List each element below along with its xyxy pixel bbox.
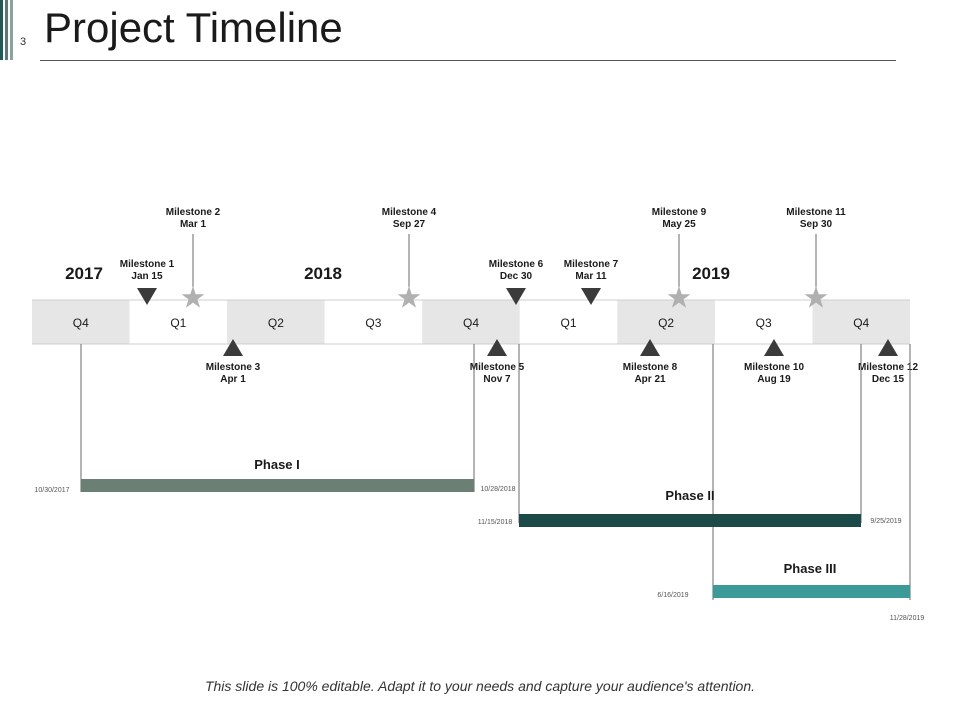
quarter-cell [519,300,618,344]
milestone-date: Sep 27 [393,219,426,230]
milestone-name: Milestone 3 [206,362,261,373]
slide-number: 3 [20,36,27,48]
triangle-down-icon [581,288,601,305]
milestone-date: Apr 21 [634,374,666,385]
quarter-label: Q1 [561,316,577,330]
star-icon [804,286,828,308]
year-label: 2017 [65,264,103,283]
quarter-cell [422,300,520,344]
milestone-name: Milestone 11 [786,207,846,218]
phase-label: Phase II [665,488,714,503]
phase-start-date: 10/30/2017 [34,487,69,494]
milestone-date: Nov 7 [483,374,511,385]
triangle-up-icon [764,339,784,356]
footer-note: This slide is 100% editable. Adapt it to… [204,678,756,694]
year-label: 2018 [304,264,342,283]
phase-bar [81,479,474,492]
milestone-name: Milestone 5 [470,362,525,373]
milestone-date: Aug 19 [757,374,791,385]
accent-bar-3 [10,0,13,60]
quarter-cell [227,300,325,344]
triangle-up-icon [878,339,898,356]
triangle-up-icon [487,339,507,356]
quarter-label: Q4 [73,316,89,330]
quarter-cell [32,300,130,344]
milestone-name: Milestone 9 [652,207,707,218]
accent-bar-1 [0,0,3,60]
milestone-date: Mar 1 [180,219,207,230]
milestone-name: Milestone 1 [120,259,175,270]
phase-label: Phase III [784,561,837,576]
quarter-label: Q4 [463,316,479,330]
year-label: 2019 [692,264,730,283]
milestone-name: Milestone 2 [166,207,221,218]
milestone-date: Apr 1 [220,374,246,385]
milestone-name: Milestone 4 [382,207,437,218]
milestone-name: Milestone 7 [564,259,619,270]
triangle-up-icon [640,339,660,356]
phase-label: Phase I [254,457,300,472]
phase-start-date: 11/15/2018 [478,519,513,526]
phase-bar [713,585,910,598]
quarter-label: Q4 [853,316,869,330]
phase-end-date: 9/25/2019 [870,518,901,525]
page-title: Project Timeline [44,4,343,51]
milestone-date: Dec 30 [500,271,533,282]
triangle-down-icon [506,288,526,305]
milestone-date: Jan 15 [131,271,163,282]
milestone-date: Dec 15 [872,374,905,385]
quarter-label: Q2 [658,316,674,330]
phase-end-date: 10/28/2018 [480,486,515,493]
milestone-name: Milestone 12 [858,362,918,373]
milestone-date: Mar 11 [575,271,607,282]
milestone-name: Milestone 8 [623,362,678,373]
star-icon [667,286,691,308]
star-icon [181,286,205,308]
title-divider [40,60,896,61]
milestone-name: Milestone 10 [744,362,804,373]
quarter-cell [812,300,910,344]
phase-start-date: 6/16/2019 [657,592,688,599]
triangle-up-icon [223,339,243,356]
milestone-date: Sep 30 [800,219,833,230]
quarter-cell [617,300,715,344]
accent-bar-2 [5,0,8,60]
phase-bar [519,514,861,527]
quarter-label: Q2 [268,316,284,330]
milestone-name: Milestone 6 [489,259,544,270]
quarter-cell [714,300,813,344]
milestone-date: May 25 [662,219,696,230]
star-icon [397,286,421,308]
quarter-label: Q1 [170,316,186,330]
quarter-cell [129,300,228,344]
triangle-down-icon [137,288,157,305]
quarter-label: Q3 [756,316,772,330]
phase-end-date: 11/28/2019 [890,615,925,622]
quarter-cell [324,300,423,344]
quarter-label: Q3 [365,316,381,330]
